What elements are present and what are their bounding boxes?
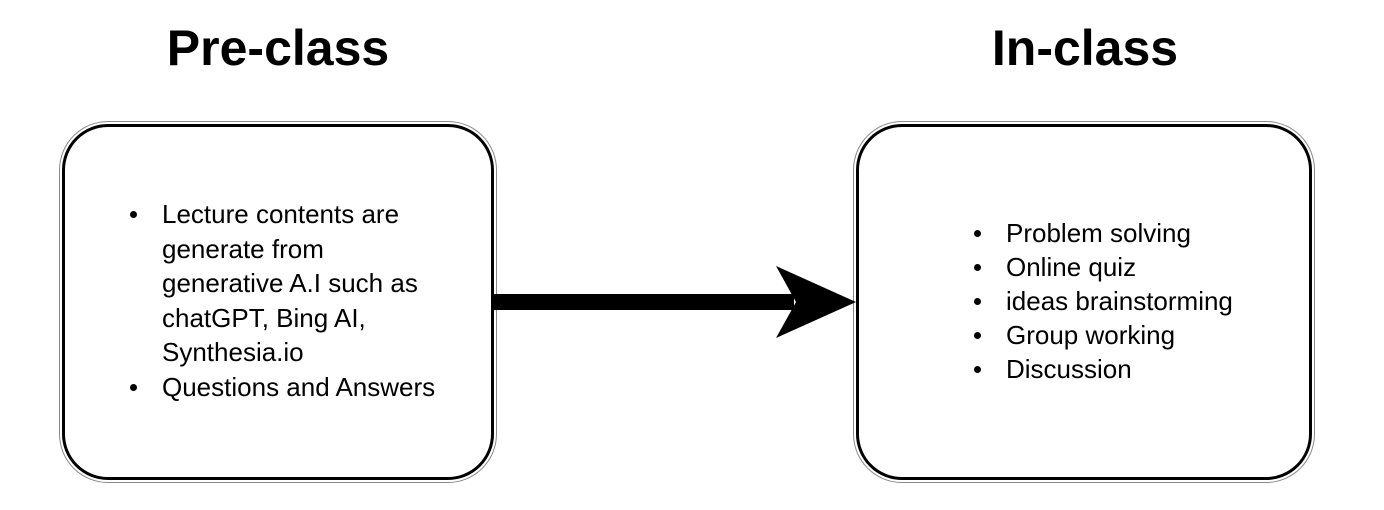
in-class-item-text: Group working bbox=[1006, 320, 1176, 350]
in-class-item: Online quiz bbox=[970, 250, 1300, 284]
pre-class-item-text: Lecture contents are generate from gener… bbox=[162, 199, 418, 367]
in-class-item-text: Problem solving bbox=[1006, 218, 1191, 248]
in-class-item: Problem solving bbox=[970, 216, 1300, 250]
pre-class-box bbox=[62, 124, 494, 480]
in-class-item-text: Discussion bbox=[1006, 354, 1132, 384]
in-class-list: Problem solving Online quiz ideas brains… bbox=[970, 216, 1300, 386]
in-class-item-text: Online quiz bbox=[1006, 252, 1137, 282]
in-class-item-text: ideas brainstorming bbox=[1006, 286, 1233, 316]
in-class-item: Discussion bbox=[970, 352, 1300, 386]
arrow-shaft bbox=[494, 294, 794, 310]
pre-class-heading: Pre-class bbox=[166, 20, 390, 76]
pre-class-item: Lecture contents are generate from gener… bbox=[126, 197, 486, 370]
arrow-head bbox=[776, 266, 856, 338]
in-class-item: ideas brainstorming bbox=[970, 284, 1300, 318]
pre-class-list: Lecture contents are generate from gener… bbox=[126, 197, 486, 404]
pre-class-item-text: Questions and Answers bbox=[162, 371, 436, 402]
in-class-box bbox=[856, 124, 1312, 480]
right-arrow-icon bbox=[494, 266, 856, 338]
pre-class-item: Questions and Answers bbox=[126, 370, 486, 405]
in-class-item: Group working bbox=[970, 318, 1300, 352]
in-class-heading: In-class bbox=[991, 20, 1179, 76]
